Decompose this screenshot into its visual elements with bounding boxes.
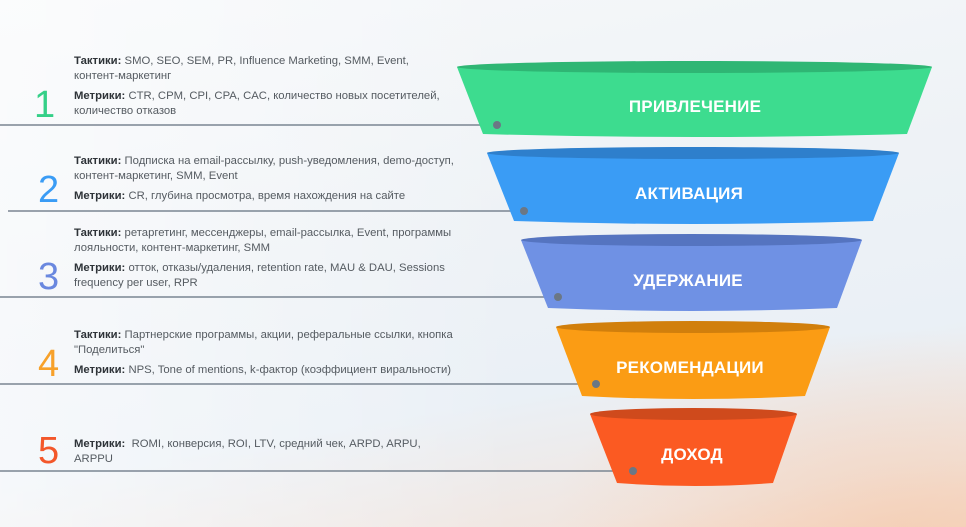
connector-dot-5 bbox=[629, 467, 637, 475]
funnel-stage-4 bbox=[556, 321, 830, 399]
connector-lines bbox=[0, 124, 633, 472]
background-left-fade bbox=[0, 0, 520, 527]
tactics-label: Тактики: bbox=[74, 55, 122, 67]
tactics-value: Подписка на email-рассылку, push-уведомл… bbox=[74, 155, 454, 182]
connector-dot-1 bbox=[493, 121, 501, 129]
metrics-label: Метрики: bbox=[74, 364, 126, 376]
metrics-label: Метрики: bbox=[74, 262, 126, 274]
stage-description-1: Тактики: SMO, SEO, SEM, PR, Influence Ma… bbox=[74, 54, 444, 118]
tactics-text: Тактики: Подписка на email-рассылку, pus… bbox=[74, 154, 474, 183]
stage-description-2: Тактики: Подписка на email-рассылку, pus… bbox=[74, 154, 474, 204]
connector-dots bbox=[493, 121, 637, 475]
metrics-value: отток, отказы/удаления, retention rate, … bbox=[74, 262, 445, 289]
metrics-label: Метрики: bbox=[74, 190, 126, 202]
stage-label-4: РЕКОМЕНДАЦИИ bbox=[616, 358, 764, 377]
tactics-value: Партнерские программы, акции, реферальны… bbox=[74, 329, 453, 356]
metrics-value: CR, глубина просмотра, время нахождения … bbox=[128, 190, 406, 202]
metrics-value: ROMI, конверсия, ROI, LTV, средний чек, … bbox=[74, 438, 421, 465]
tactics-value: SMO, SEO, SEM, PR, Influence Marketing, … bbox=[74, 55, 409, 82]
metrics-value: CTR, CPM, CPI, CPA, CAC, количество новы… bbox=[74, 90, 440, 117]
stage-number-5: 5 bbox=[38, 430, 60, 472]
metrics-text: Метрики: NPS, Tone of mentions, k-фактор… bbox=[74, 363, 544, 378]
tactics-text: Тактики: ретаргетинг, мессенджеры, email… bbox=[74, 226, 474, 255]
stage-label-2: АКТИВАЦИЯ bbox=[634, 184, 744, 203]
stage-number-4: 4 bbox=[38, 343, 60, 385]
funnel-stage-3 bbox=[521, 234, 862, 311]
funnel-stage-2 bbox=[487, 147, 899, 224]
connector-dot-3 bbox=[554, 293, 562, 301]
metrics-text: Метрики: отток, отказы/удаления, retenti… bbox=[74, 261, 474, 290]
connector-dot-2 bbox=[520, 207, 528, 215]
tactics-text: Тактики: SMO, SEO, SEM, PR, Influence Ma… bbox=[74, 54, 444, 83]
tactics-value: ретаргетинг, мессенджеры, email-рассылка… bbox=[74, 227, 452, 254]
metrics-text: Метрики: CTR, CPM, CPI, CPA, CAC, количе… bbox=[74, 89, 444, 118]
tactics-label: Тактики: bbox=[74, 155, 122, 167]
tactics-label: Тактики: bbox=[74, 329, 122, 341]
stage-label-5: ДОХОД bbox=[661, 445, 723, 464]
stage-label-1: ПРИВЛЕЧЕНИЕ bbox=[628, 97, 762, 116]
metrics-value: NPS, Tone of mentions, k-фактор (коэффиц… bbox=[128, 364, 452, 376]
tactics-text: Тактики: Партнерские программы, акции, р… bbox=[74, 328, 504, 357]
stage-number-1: 1 bbox=[34, 84, 56, 126]
tactics-label: Тактики: bbox=[74, 227, 122, 239]
metrics-text: Метрики: ROMI, конверсия, ROI, LTV, сред… bbox=[74, 437, 424, 466]
metrics-label: Метрики: bbox=[74, 90, 126, 102]
metrics-text: Метрики: CR, глубина просмотра, время на… bbox=[74, 189, 474, 204]
stage-number-2: 2 bbox=[38, 169, 60, 211]
funnel-stage-5 bbox=[590, 408, 797, 486]
stage-label-3: УДЕРЖАНИЕ bbox=[633, 271, 743, 290]
stage-description-3: Тактики: ретаргетинг, мессенджеры, email… bbox=[74, 226, 474, 290]
metrics-label: Метрики: bbox=[74, 438, 126, 450]
stage-description-5: Метрики: ROMI, конверсия, ROI, LTV, сред… bbox=[74, 437, 424, 466]
connector-dot-4 bbox=[592, 380, 600, 388]
stage-number-3: 3 bbox=[38, 256, 60, 298]
funnel-stage-1 bbox=[457, 61, 932, 137]
stage-description-4: Тактики: Партнерские программы, акции, р… bbox=[74, 328, 544, 378]
